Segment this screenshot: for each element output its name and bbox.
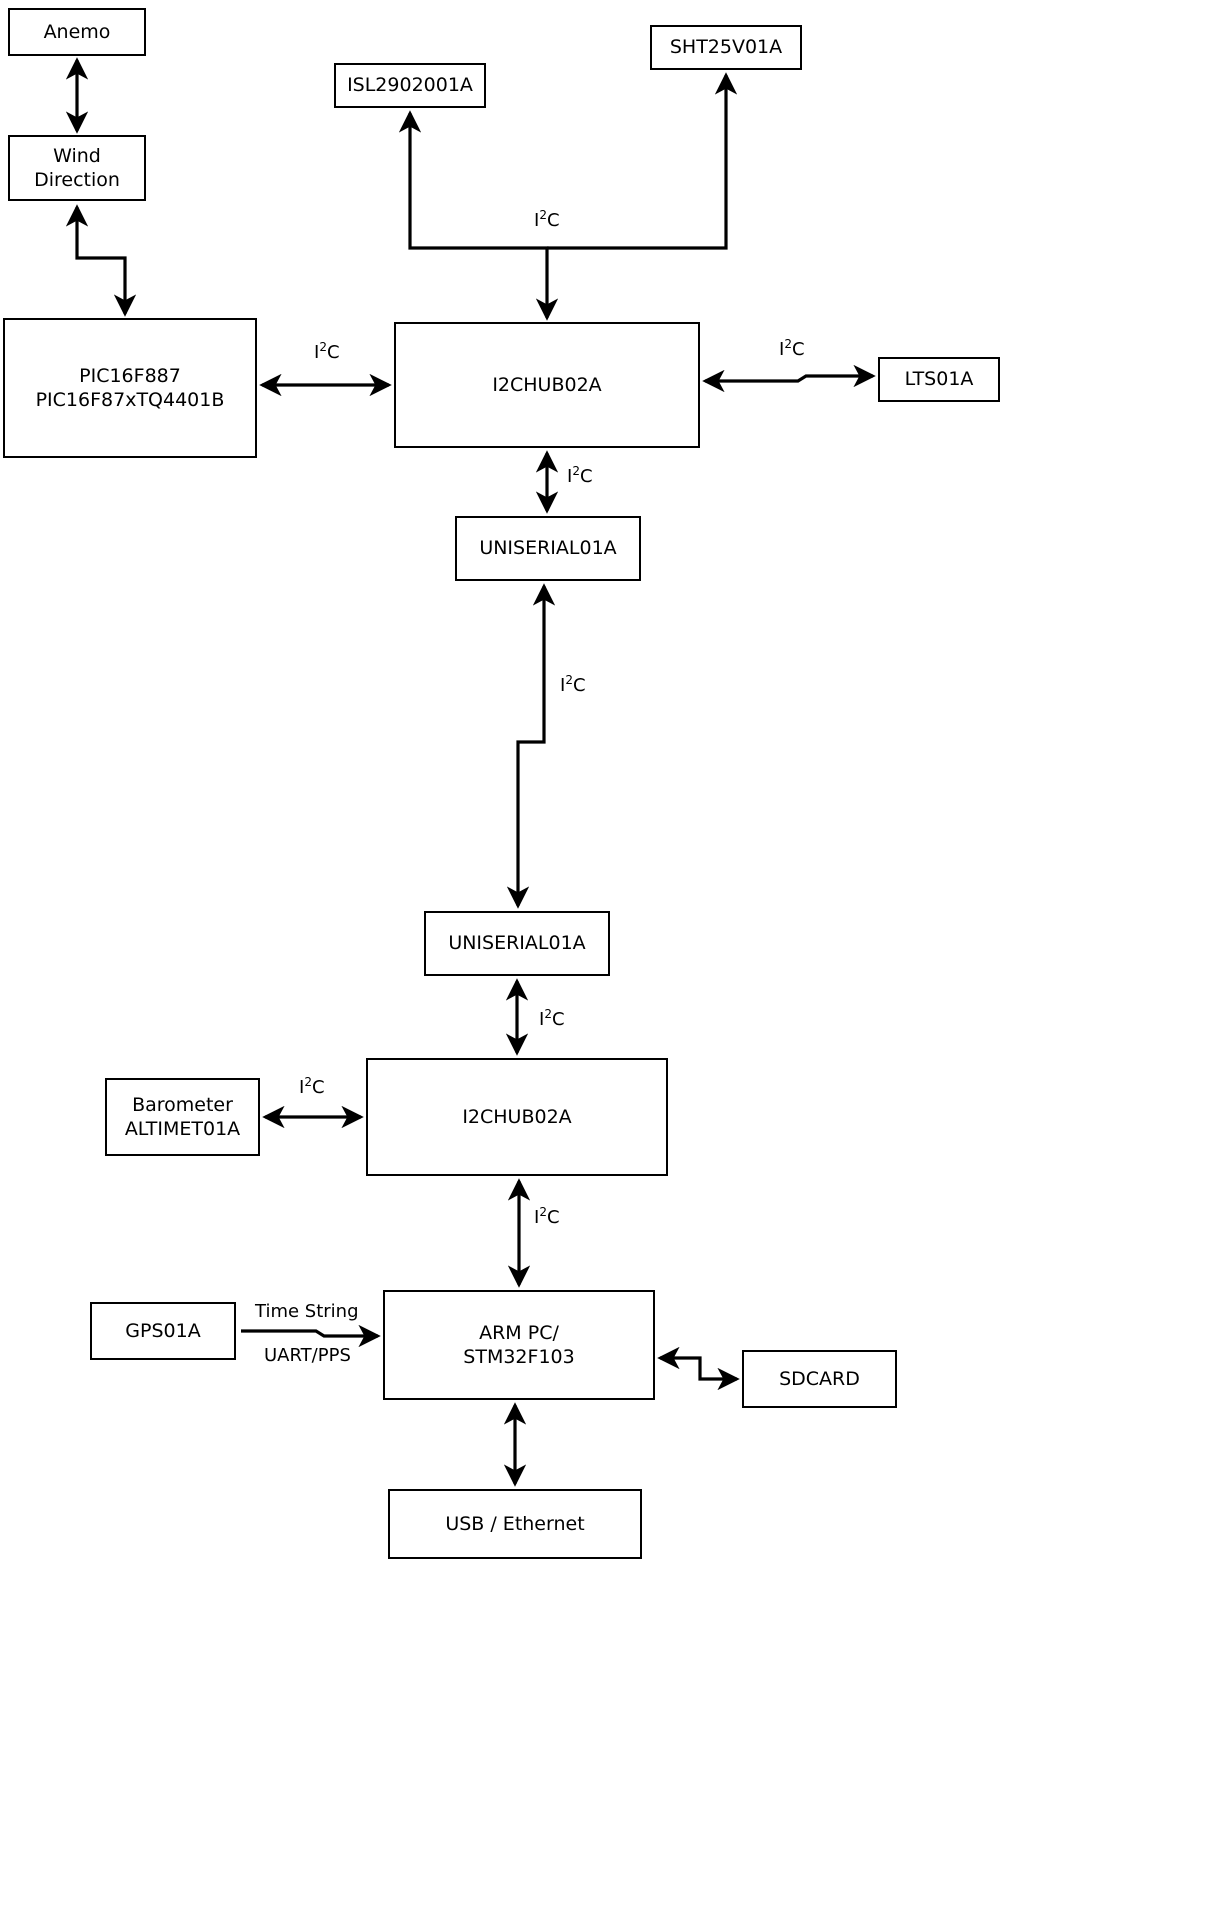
- edge-label-text: UART/PPS: [264, 1345, 351, 1366]
- edge-label-text: I: [567, 466, 573, 487]
- edge-label-sup: 2: [572, 464, 580, 478]
- edge-label-sup: 2: [304, 1075, 312, 1089]
- node-barometer-altimet01a[interactable]: Barometer ALTIMET01A: [105, 1078, 260, 1156]
- edge-label-text: Time String: [255, 1301, 359, 1322]
- node-sdcard[interactable]: SDCARD: [742, 1350, 897, 1408]
- edge-label-post: C: [326, 342, 340, 363]
- edge-label-post: C: [546, 1207, 560, 1228]
- wire-uniup-unilo: [506, 583, 556, 909]
- edge-label-sup: 2: [784, 337, 792, 351]
- wire-bus-sht: [547, 72, 738, 250]
- edge-label-text: I: [299, 1077, 305, 1098]
- wire-arm-sdcard: [657, 1346, 740, 1391]
- edge-label-sup: 2: [539, 208, 547, 222]
- edge-label-time-string: Time String: [255, 1303, 359, 1321]
- edge-label-i2c-uniserial-hub: I2C: [539, 1008, 565, 1030]
- edge-label-text: I: [539, 1009, 545, 1030]
- node-isl2902001a[interactable]: ISL2902001A: [334, 63, 486, 108]
- wire-pic-wind: [65, 204, 137, 317]
- edge-label-i2c-hub-arm: I2C: [534, 1206, 560, 1228]
- node-lts01a[interactable]: LTS01A: [878, 357, 1000, 402]
- edge-label-post: C: [572, 675, 586, 696]
- node-usb-ethernet[interactable]: USB / Ethernet: [388, 1489, 642, 1559]
- node-arm-pc-stm32f103[interactable]: ARM PC/ STM32F103: [383, 1290, 655, 1400]
- edge-label-i2c-uniserial-uniserial: I2C: [560, 674, 586, 696]
- edge-label-i2c-top-bus: I2C: [534, 209, 560, 231]
- edge-label-text: I: [779, 339, 785, 360]
- edge-label-post: C: [311, 1077, 325, 1098]
- edge-label-post: C: [546, 210, 560, 231]
- edge-label-i2c-hub-lts: I2C: [779, 338, 805, 360]
- edge-label-post: C: [791, 339, 805, 360]
- edge-label-i2c-hub-uniserial: I2C: [567, 465, 593, 487]
- edge-label-post: C: [551, 1009, 565, 1030]
- edge-label-i2c-pic-hub: I2C: [314, 341, 340, 363]
- node-gps01a[interactable]: GPS01A: [90, 1302, 236, 1360]
- node-uniserial01a-lower[interactable]: UNISERIAL01A: [424, 911, 610, 976]
- wire-gps-arm: [241, 1324, 381, 1348]
- node-anemo[interactable]: Anemo: [8, 8, 146, 56]
- edge-label-sup: 2: [565, 673, 573, 687]
- node-uniserial01a-upper[interactable]: UNISERIAL01A: [455, 516, 641, 581]
- edge-label-text: I: [534, 1207, 540, 1228]
- node-wind-direction[interactable]: Wind Direction: [8, 135, 146, 201]
- edge-label-i2c-barometer-hub: I2C: [299, 1076, 325, 1098]
- node-sht25v01a[interactable]: SHT25V01A: [650, 25, 802, 70]
- edge-label-post: C: [579, 466, 593, 487]
- edge-label-sup: 2: [544, 1007, 552, 1021]
- edge-label-sup: 2: [319, 340, 327, 354]
- node-pic-microcontroller[interactable]: PIC16F887 PIC16F87xTQ4401B: [3, 318, 257, 458]
- edge-label-text: I: [560, 675, 566, 696]
- wire-hubtop-lts: [702, 364, 876, 393]
- wire-hubtop-bus: [398, 110, 559, 321]
- node-i2chub02a-top[interactable]: I2CHUB02A: [394, 322, 700, 448]
- edge-label-sup: 2: [539, 1205, 547, 1219]
- edge-label-text: I: [314, 342, 320, 363]
- node-i2chub02a-bottom[interactable]: I2CHUB02A: [366, 1058, 668, 1176]
- edge-label-uart-pps: UART/PPS: [264, 1347, 351, 1365]
